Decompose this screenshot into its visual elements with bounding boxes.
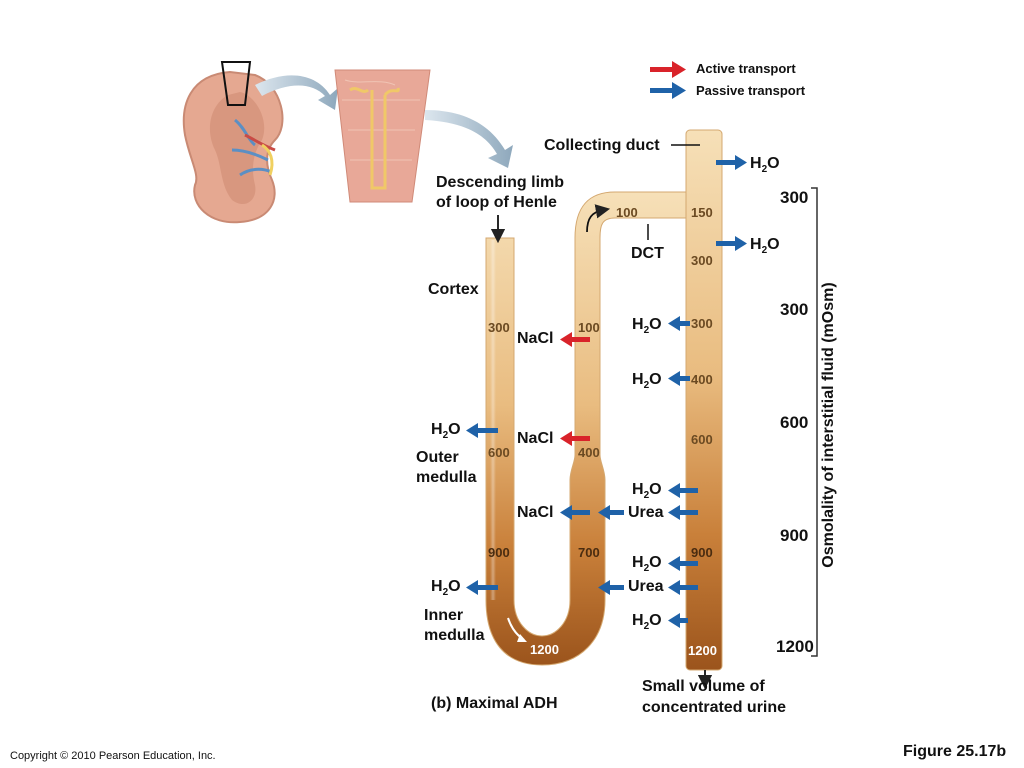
arrow-cd-h2o-400 [668,371,690,386]
collecting-duct [685,129,723,671]
dct-label: DCT [631,245,664,262]
h2o-label-desc-900: H2O [431,578,461,599]
h2o-label-cd-400: H2O [632,371,662,392]
cd-value-900: 900 [691,545,713,560]
arrow-cd-h2o-bottom [668,613,688,628]
arrow-cd-h2o-lower [668,483,698,498]
zoom-arrow-2 [425,110,513,168]
h2o-label-cd-bottom: H2O [632,612,662,633]
nacl-label-1: NaCl [517,330,554,347]
arrow-desc-h2o-900 [466,580,498,595]
dct-value-100: 100 [616,205,638,220]
cd-value-150: 150 [691,205,713,220]
urine-label-2: concentrated urine [642,699,787,716]
arrow-cd-out-2 [716,236,747,251]
scale-300-a: 300 [780,188,809,207]
asc-value-700: 700 [578,545,600,560]
arrow-nacl-active-2 [560,431,590,446]
desc-value-600: 600 [488,445,510,460]
h2o-label-cd-lower: H2O [632,481,662,502]
h2o-label-cd-900: H2O [632,554,662,575]
scale-1200: 1200 [776,637,814,656]
arrow-nacl-passive [560,505,590,520]
urea-label-2: Urea [628,578,664,595]
arrow-urea-into-asc-2 [598,580,624,595]
arrow-nacl-active-1 [560,332,590,347]
outer-medulla-label-2: medulla [416,469,477,486]
legend-active-label: Active transport [696,61,796,76]
h2o-label-cd-2: H2O [750,236,780,257]
descending-limb-label-2: of loop of Henle [436,194,557,211]
bottom-value-1200: 1200 [530,642,559,657]
h2o-label-cd-1: H2O [750,155,780,176]
nacl-label-2: NaCl [517,430,554,447]
cd-value-300-a: 300 [691,253,713,268]
desc-value-300: 300 [488,320,510,335]
collecting-duct-label: Collecting duct [544,137,660,154]
axis-label: Osmolality of interstitial fluid (mOsm) [820,282,837,568]
zoom-arrow-1 [255,75,338,110]
asc-value-400: 400 [578,445,600,460]
legend-active-arrow [650,61,686,78]
legend-passive-label: Passive transport [696,83,806,98]
cd-value-400: 400 [691,372,713,387]
descending-limb-label-1: Descending limb [436,174,565,191]
cd-value-300-b: 300 [691,316,713,331]
scale-bracket [811,187,818,657]
outer-medulla-label-1: Outer [416,449,459,466]
kidney-inset-box [220,61,252,106]
scale-900: 900 [780,526,809,545]
legend-passive-arrow [650,82,686,99]
scale-300-b: 300 [780,300,809,319]
figure-number: Figure 25.17b [903,743,1007,760]
h2o-label-desc-600: H2O [431,421,461,442]
asc-value-100: 100 [578,320,600,335]
cortex-label: Cortex [428,281,479,298]
copyright: Copyright © 2010 Pearson Education, Inc. [10,750,216,762]
arrow-cd-out-1 [716,155,747,170]
kidney-illustration [182,61,284,224]
arrow-cd-urea-2 [668,580,698,595]
arrow-desc-h2o-600 [466,423,498,438]
desc-value-900: 900 [488,545,510,560]
arrow-cd-h2o-300 [668,316,690,331]
nacl-label-3: NaCl [517,504,554,521]
inner-medulla-label-1: Inner [424,607,464,624]
scale-600: 600 [780,413,809,432]
flow-arrow-dct [586,204,611,233]
urea-label-1: Urea [628,504,664,521]
arrow-urea-into-asc-1 [598,505,624,520]
urine-label-1: Small volume of [642,678,765,695]
cd-value-600: 600 [691,432,713,447]
arrow-cd-h2o-900 [668,556,698,571]
h2o-label-cd-300: H2O [632,316,662,337]
cd-value-1200: 1200 [688,643,717,658]
tissue-slice [334,69,431,203]
inner-medulla-label-2: medulla [424,627,485,644]
loop-of-henle [485,191,687,666]
arrow-cd-urea-1 [668,505,698,520]
panel-label: (b) Maximal ADH [431,695,558,712]
